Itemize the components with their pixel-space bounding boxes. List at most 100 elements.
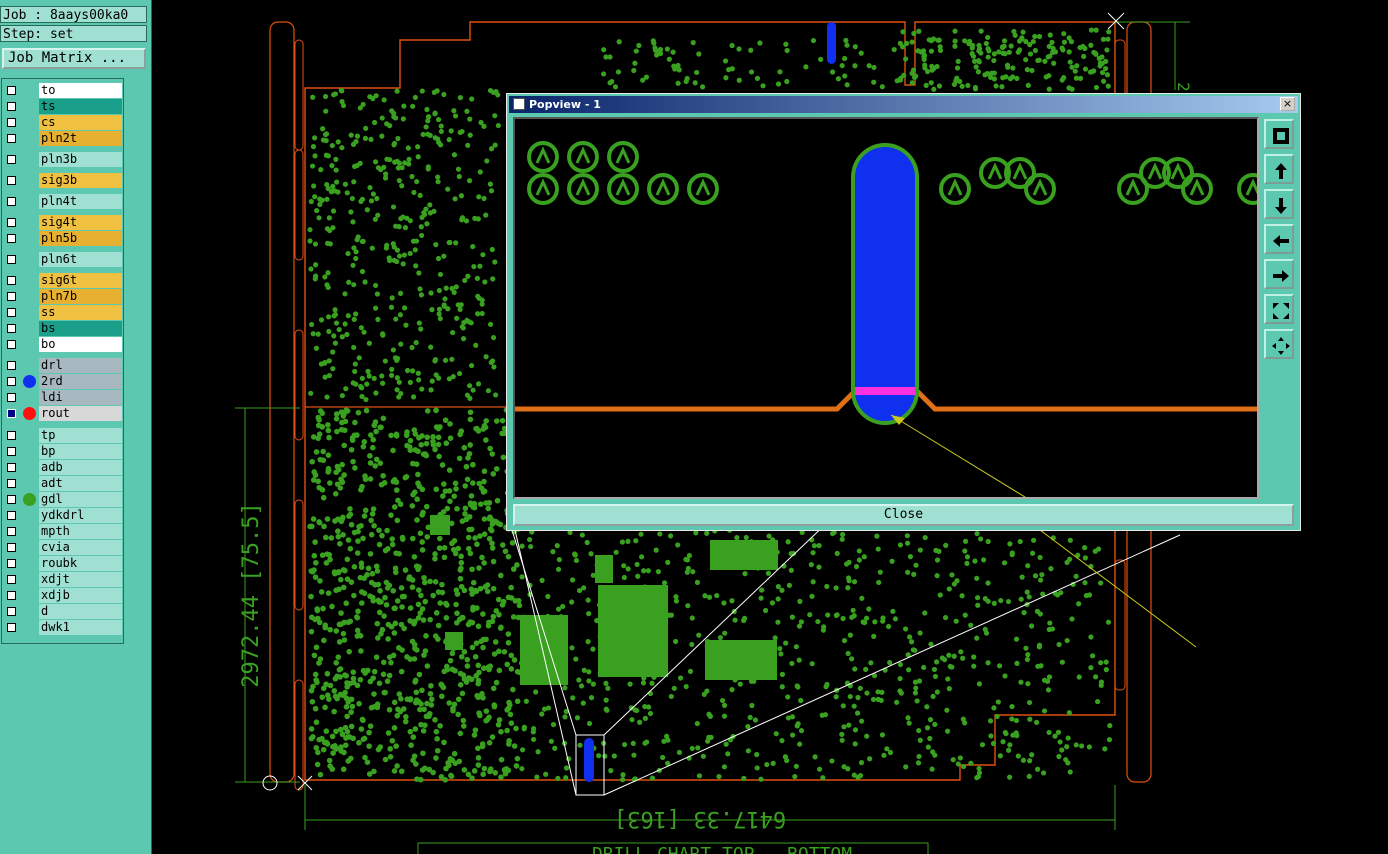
layer-checkbox[interactable] — [7, 361, 16, 370]
layer-checkbox[interactable] — [7, 218, 16, 227]
copper-pad — [433, 407, 439, 414]
layer-row-pln5b[interactable]: pln5b — [4, 231, 122, 246]
zoom-line — [514, 529, 577, 796]
popview-canvas[interactable] — [513, 117, 1259, 499]
layer-checkbox[interactable] — [7, 543, 16, 552]
layer-checkbox[interactable] — [7, 292, 16, 301]
copper-pad — [1074, 63, 1080, 69]
layer-checkbox[interactable] — [7, 431, 16, 440]
copper-pad — [784, 47, 790, 54]
copper-pad — [449, 540, 455, 547]
layer-row-cvia[interactable]: cvia — [4, 540, 122, 555]
pan-left-icon[interactable] — [1264, 224, 1294, 254]
layer-checkbox[interactable] — [7, 308, 16, 317]
layer-checkbox[interactable] — [7, 234, 16, 243]
layer-checkbox[interactable] — [7, 102, 16, 111]
copper-pad — [498, 774, 504, 781]
window-close-icon[interactable]: × — [1280, 97, 1295, 111]
copper-pad — [444, 505, 451, 512]
layer-row-sig6t[interactable]: sig6t — [4, 273, 122, 288]
layer-checkbox[interactable] — [7, 495, 16, 504]
copper-pad — [985, 660, 991, 666]
layer-checkbox[interactable] — [7, 276, 16, 285]
copper-pad — [373, 456, 380, 463]
layer-row-gdl[interactable]: gdl — [4, 492, 122, 507]
layer-checkbox[interactable] — [7, 155, 16, 164]
copper-pad — [414, 178, 420, 185]
pan-down-icon[interactable] — [1264, 189, 1294, 219]
copper-pad — [484, 588, 491, 595]
layer-checkbox[interactable] — [7, 409, 16, 418]
layer-checkbox[interactable] — [7, 86, 16, 95]
layer-checkbox[interactable] — [7, 393, 16, 402]
layer-row-roubk[interactable]: roubk — [4, 556, 122, 571]
layer-row-ts[interactable]: ts — [4, 99, 122, 114]
layer-checkbox[interactable] — [7, 511, 16, 520]
zoom-out-icon[interactable] — [1264, 329, 1294, 359]
layer-row-pln2t[interactable]: pln2t — [4, 131, 122, 146]
layer-checkbox[interactable] — [7, 463, 16, 472]
layer-row-mpth[interactable]: mpth — [4, 524, 122, 539]
close-button[interactable]: Close — [513, 504, 1294, 526]
layer-row-bp[interactable]: bp — [4, 444, 122, 459]
layer-checkbox[interactable] — [7, 255, 16, 264]
copper-pad — [677, 675, 684, 681]
copper-pad — [607, 54, 613, 60]
layer-checkbox[interactable] — [7, 527, 16, 536]
layer-checkbox[interactable] — [7, 176, 16, 185]
layer-row-adb[interactable]: adb — [4, 460, 122, 475]
layer-checkbox[interactable] — [7, 340, 16, 349]
zoom-fit-icon[interactable] — [1264, 119, 1294, 149]
layer-checkbox[interactable] — [7, 623, 16, 632]
layer-row-sig4t[interactable]: sig4t — [4, 215, 122, 230]
layer-checkbox[interactable] — [7, 447, 16, 456]
layer-checkbox[interactable] — [7, 197, 16, 206]
layer-row-cs[interactable]: cs — [4, 115, 122, 130]
layer-row-pln4t[interactable]: pln4t — [4, 194, 122, 209]
copper-pad — [954, 65, 961, 71]
layer-checkbox[interactable] — [7, 607, 16, 616]
copper-pad — [461, 587, 468, 594]
layer-row-pln6t[interactable]: pln6t — [4, 252, 122, 267]
layer-row-ldi[interactable]: ldi — [4, 390, 122, 405]
layer-row-sig3b[interactable]: sig3b — [4, 173, 122, 188]
layer-checkbox[interactable] — [7, 591, 16, 600]
copper-pad — [348, 696, 354, 703]
layer-row-adt[interactable]: adt — [4, 476, 122, 491]
layer-row-xdjt[interactable]: xdjt — [4, 572, 122, 587]
layer-row-tp[interactable]: tp — [4, 428, 122, 443]
layer-checkbox[interactable] — [7, 134, 16, 143]
copper-pad — [359, 716, 366, 723]
layer-row-dwk1[interactable]: dwk1 — [4, 620, 122, 635]
layer-row-d[interactable]: d — [4, 604, 122, 619]
copper-pad — [380, 659, 387, 666]
layer-row-rout[interactable]: rout — [4, 406, 122, 421]
layer-row-ss[interactable]: ss — [4, 305, 122, 320]
copper-pad — [588, 551, 594, 557]
layer-checkbox[interactable] — [7, 559, 16, 568]
layer-checkbox[interactable] — [7, 118, 16, 127]
popview-titlebar[interactable]: Popview - 1 × — [509, 96, 1298, 113]
copper-pad — [792, 773, 798, 780]
layer-row-pln7b[interactable]: pln7b — [4, 289, 122, 304]
layer-row-xdjb[interactable]: xdjb — [4, 588, 122, 603]
layer-row-ydkdrl[interactable]: ydkdrl — [4, 508, 122, 523]
layer-checkbox[interactable] — [7, 479, 16, 488]
copper-pad — [562, 685, 568, 691]
pan-right-icon[interactable] — [1264, 259, 1294, 289]
layer-checkbox[interactable] — [7, 324, 16, 333]
layer-row-2rd[interactable]: 2rd — [4, 374, 122, 389]
zoom-in-icon[interactable] — [1264, 294, 1294, 324]
copper-pad — [370, 506, 377, 512]
layer-row-pln3b[interactable]: pln3b — [4, 152, 122, 167]
layer-row-drl[interactable]: drl — [4, 358, 122, 373]
layer-row-bs[interactable]: bs — [4, 321, 122, 336]
job-matrix-button[interactable]: Job Matrix ... — [2, 48, 146, 69]
layer-name: ts — [39, 99, 122, 114]
layer-row-bo[interactable]: bo — [4, 337, 122, 352]
copper-pad — [438, 774, 445, 780]
layer-row-to[interactable]: to — [4, 83, 122, 98]
pan-up-icon[interactable] — [1264, 154, 1294, 184]
layer-checkbox[interactable] — [7, 575, 16, 584]
layer-checkbox[interactable] — [7, 377, 16, 386]
